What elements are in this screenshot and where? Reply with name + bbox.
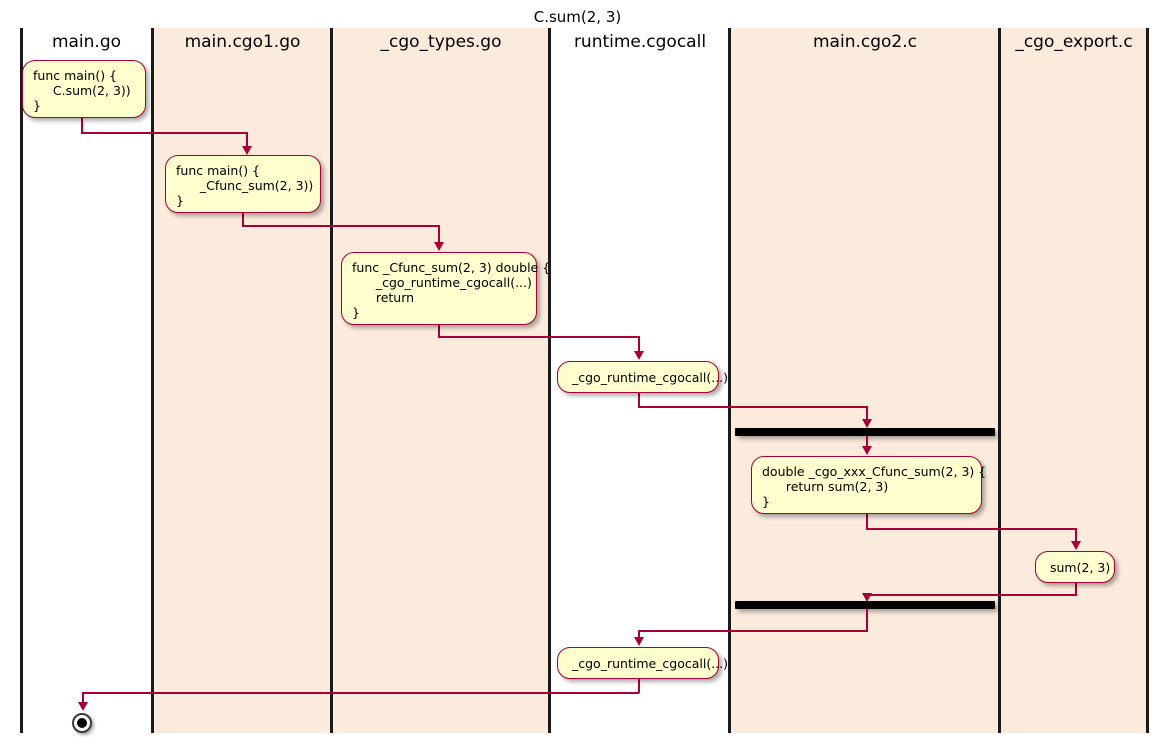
swimlane-cgo-types-go	[332, 28, 550, 733]
connector-7-arrowhead	[862, 593, 872, 602]
activity-func-cfunc-sum[interactable]: func _Cfunc_sum(2, 3) double { _cgo_runt…	[341, 252, 550, 325]
connector-2-segment-v2	[438, 225, 440, 243]
swimlane-main-cgo2-c	[730, 28, 1000, 733]
connector-8-segment-v1	[866, 609, 868, 631]
connector-7-segment-h	[866, 594, 1077, 596]
lane-divider-6	[1146, 28, 1149, 733]
connector-6-segment-v1	[866, 514, 868, 529]
lane-divider-1	[151, 28, 154, 733]
activity-cgo-runtime-cgocall-return[interactable]: _cgo_runtime_cgocall(...)	[557, 647, 728, 679]
connector-9-segment-v2	[82, 692, 84, 704]
connector-9-arrowhead	[78, 702, 88, 711]
connector-5-arrowhead	[862, 446, 872, 455]
swimlane-main-cgo1-go	[153, 28, 332, 733]
lane-title-main-cgo1-go: main.cgo1.go	[184, 32, 301, 52]
connector-8-arrowhead	[634, 637, 644, 646]
lane-title-main-cgo2-c: main.cgo2.c	[813, 32, 917, 52]
connector-6-segment-h	[866, 528, 1077, 530]
connector-3-segment-h	[438, 336, 640, 338]
connector-1-segment-v2	[246, 132, 248, 148]
activity-func-main-go[interactable]: func main() { C.sum(2, 3)) }	[22, 60, 146, 118]
connector-1-segment-h	[81, 132, 248, 134]
connector-8-segment-v2	[638, 630, 640, 638]
lane-title-runtime-cgocall: runtime.cgocall	[573, 32, 707, 52]
connector-1-segment-v1	[81, 118, 83, 133]
lane-divider-2	[330, 28, 333, 733]
fork-synchronization-bar	[735, 428, 995, 436]
connector-4-segment-v1	[638, 393, 640, 407]
connector-6-arrowhead	[1071, 541, 1081, 550]
lane-divider-0	[20, 28, 23, 733]
diagram-title: C.sum(2, 3)	[533, 8, 622, 26]
activity-cgo-runtime-cgocall-call[interactable]: _cgo_runtime_cgocall(...)	[557, 361, 728, 393]
connector-9-segment-v1	[638, 679, 640, 693]
lane-divider-3	[548, 28, 551, 733]
connector-2-segment-v1	[242, 213, 244, 226]
connector-4-segment-h	[638, 406, 868, 408]
connector-5-segment-v	[866, 436, 868, 448]
connector-7-segment-v1	[1075, 583, 1077, 595]
connector-9-segment-h	[82, 692, 639, 694]
activity-sum-call[interactable]: sum(2, 3)	[1035, 551, 1115, 583]
lane-title-cgo-types-go: _cgo_types.go	[380, 32, 502, 52]
join-synchronization-bar	[735, 601, 995, 609]
lane-divider-4	[728, 28, 731, 733]
connector-2-segment-h	[242, 225, 440, 227]
swimlane-main-go	[20, 28, 153, 733]
connector-6-segment-v2	[1075, 528, 1077, 543]
connector-2-arrowhead	[434, 242, 444, 251]
connector-4-segment-v2	[866, 406, 868, 420]
connector-3-segment-v1	[438, 325, 440, 337]
activity-func-main-cgo1[interactable]: func main() { _Cfunc_sum(2, 3)) }	[165, 155, 321, 213]
connector-4-arrowhead	[862, 419, 872, 428]
swimlane-cgo-export-c	[1000, 28, 1148, 733]
activity-double-cgo-xxx-cfunc-sum[interactable]: double _cgo_xxx_Cfunc_sum(2, 3) { return…	[751, 456, 986, 514]
connector-8-segment-h	[638, 630, 868, 632]
activity-end-node	[72, 713, 92, 733]
connector-3-arrowhead	[634, 351, 644, 360]
lane-divider-5	[998, 28, 1001, 733]
lane-title-cgo-export-c: _cgo_export.c	[1015, 32, 1133, 52]
connector-1-arrowhead	[242, 146, 252, 155]
connector-3-segment-v2	[638, 336, 640, 352]
lane-title-main-go: main.go	[51, 32, 122, 52]
